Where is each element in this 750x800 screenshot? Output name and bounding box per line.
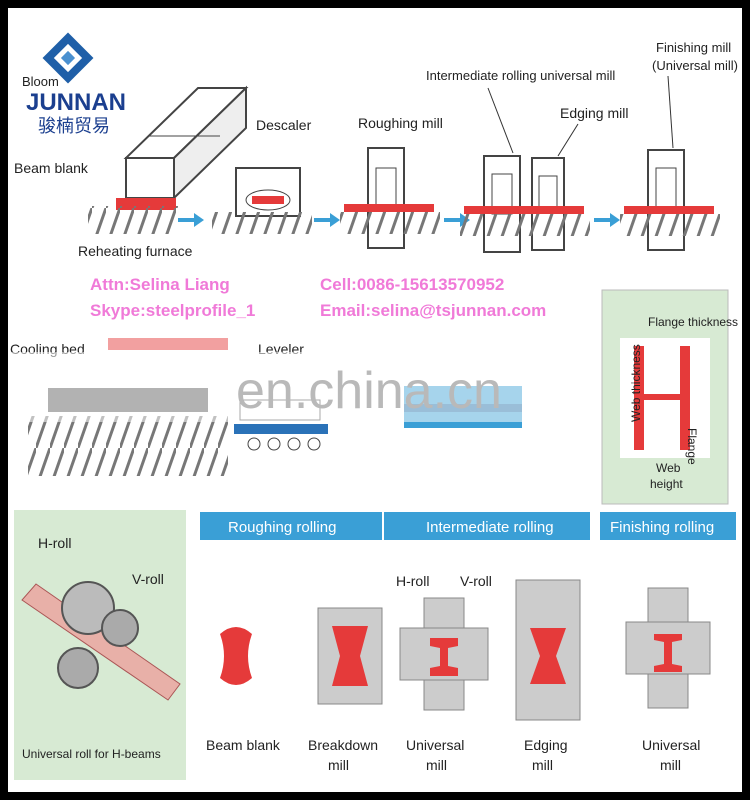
edging-label: Edging mill (560, 105, 628, 121)
furnace-label: Reheating furnace (78, 243, 193, 259)
roughing-label: Roughing mill (358, 115, 443, 131)
intermediate-header (384, 512, 590, 540)
intermediate-mill (460, 155, 590, 253)
beam-blank-label: Beam blank (14, 160, 89, 176)
fin-universal-caption-2: mill (660, 757, 681, 773)
flange-width-label: Flange (685, 428, 699, 465)
beam-blank-caption: Beam blank (206, 737, 281, 753)
roughing-header (200, 512, 382, 540)
web-height-label: Web (656, 461, 681, 475)
v-roll-label: V-roll (132, 571, 164, 587)
v-roll-label-2: V-roll (460, 573, 492, 589)
flow-arrow-icon (314, 213, 340, 227)
flow-arrow-icon (594, 213, 620, 227)
universal-roll-caption: Universal roll for H-beams (22, 747, 161, 761)
diagram-frame: JUNNAN 骏楠贸易 Bloom Beam blank Reheating f… (8, 8, 742, 792)
contact-cell: Cell:0086-15613570952 (320, 275, 504, 294)
junnan-logo (42, 32, 94, 84)
roughing-header-text: Roughing rolling (228, 519, 336, 536)
bloom-label: Bloom (22, 74, 59, 89)
edging-caption: Edging (524, 737, 568, 753)
breakdown-caption: Breakdown (308, 737, 378, 753)
watermark: en.china.cn (236, 362, 502, 420)
descaler-label: Descaler (256, 117, 312, 133)
universal-caption: Universal (406, 737, 464, 753)
universal-mill-intermediate (399, 597, 489, 711)
brand-name-cn: 骏楠贸易 (38, 116, 110, 136)
finishing-header (600, 512, 736, 540)
h-roll-label: H-roll (38, 535, 71, 551)
h-beam-process-diagram: JUNNAN 骏楠贸易 Bloom Beam blank Reheating f… (8, 32, 742, 780)
pointer-line (557, 123, 579, 157)
intermediate-label: Intermediate rolling universal mill (426, 68, 615, 83)
pointer-line (487, 87, 514, 154)
flange-thickness-label: Flange thickness (648, 315, 738, 329)
fin-universal-caption: Universal (642, 737, 700, 753)
finishing-header-text: Finishing rolling (610, 519, 714, 536)
edging-caption-2: mill (532, 757, 553, 773)
contact-skype: Skype:steelprofile_1 (90, 301, 255, 320)
h-roll-label-2: H-roll (396, 573, 429, 589)
pointer-line (667, 75, 674, 149)
logo-mark-icon (42, 32, 94, 84)
descaler (212, 167, 312, 234)
universal-caption-2: mill (426, 757, 447, 773)
cross-section-panel (601, 289, 729, 505)
web-thickness-label: Web thickness (629, 344, 643, 422)
contact-attn: Attn:Selina Liang (90, 275, 230, 294)
brand-name: JUNNAN (26, 89, 126, 116)
breakdown-mill (317, 607, 383, 705)
breakdown-caption-2: mill (328, 757, 349, 773)
intermediate-header-text: Intermediate rolling (426, 519, 554, 536)
roughing-mill (340, 147, 440, 249)
flow-arrow-icon (178, 213, 204, 227)
finishing-label: Finishing mill (656, 40, 731, 55)
universal-roll-panel (14, 510, 186, 780)
web-height-label-2: height (650, 477, 683, 491)
beam-blank-shape (220, 627, 252, 685)
contact-email: Email:selina@tsjunnan.com (320, 301, 546, 320)
edging-mill (515, 579, 581, 721)
reheating-furnace (88, 85, 249, 234)
finishing-label-sub: (Universal mill) (652, 58, 738, 73)
universal-mill-finishing (625, 587, 711, 709)
finishing-mill (620, 149, 720, 251)
